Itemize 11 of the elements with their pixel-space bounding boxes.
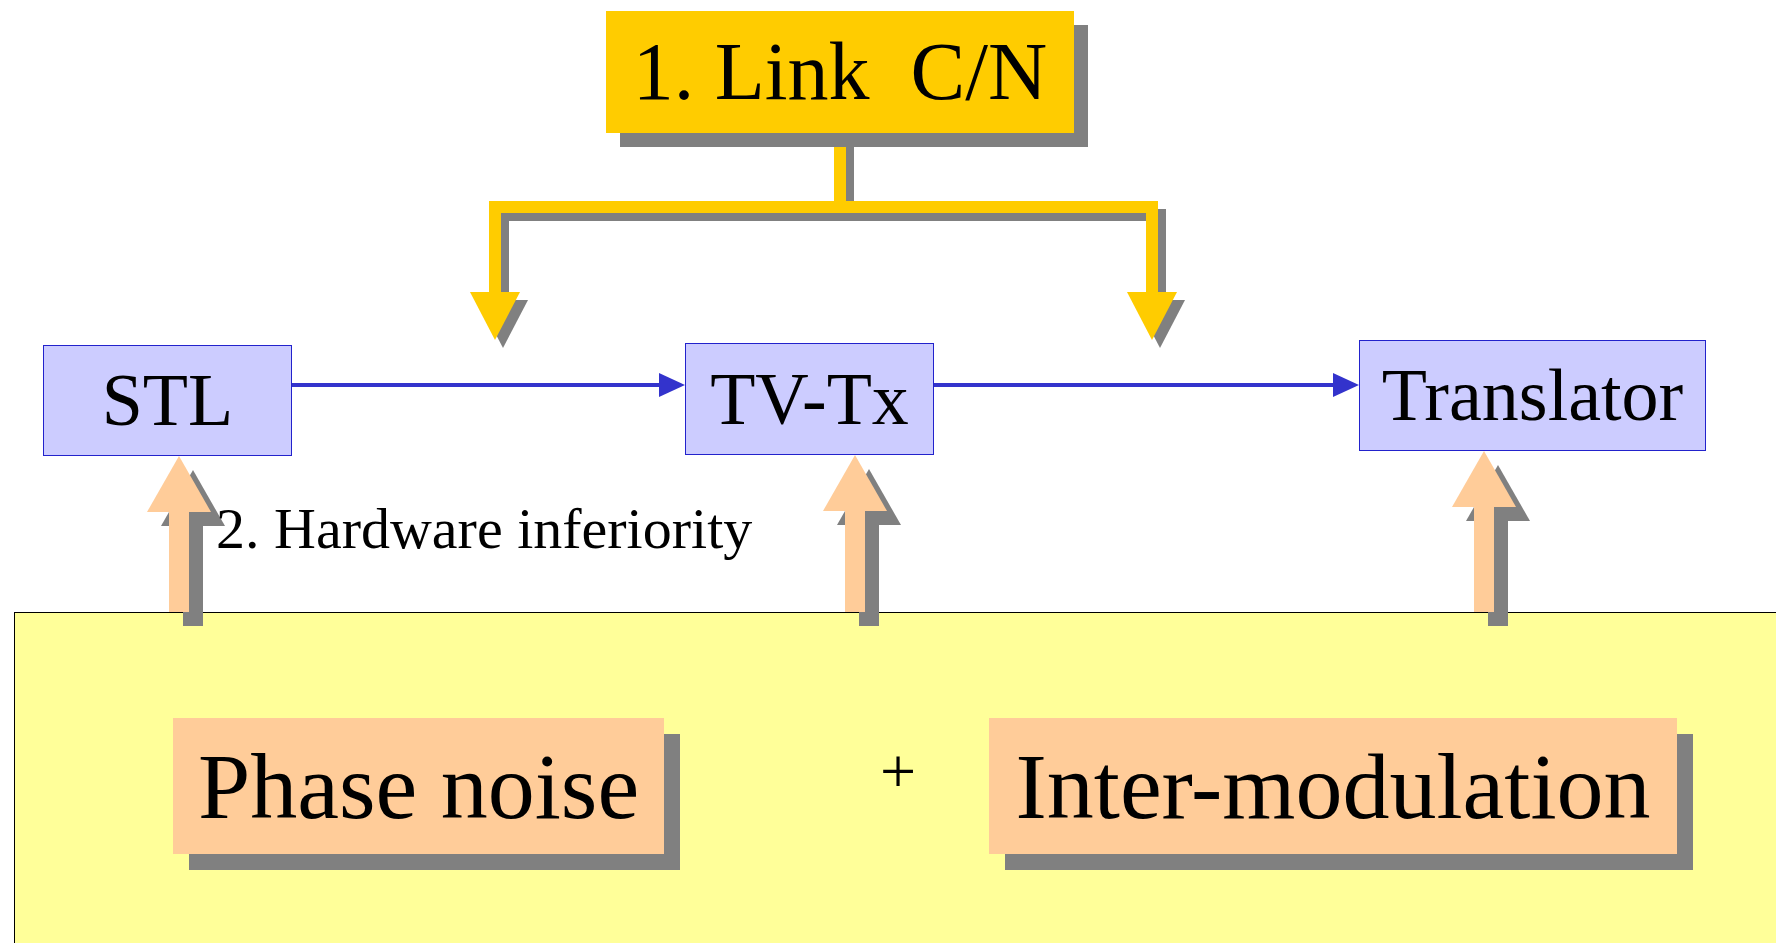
process-box: STL [43,345,292,456]
process-box: TV-Tx [685,343,934,455]
arrow [292,373,685,397]
plus-text: + [880,740,917,804]
process-box: Translator [1359,340,1706,451]
arrow [823,455,887,612]
annotation-text: 2. Hardware inferiority [216,500,753,558]
arrow [147,456,211,612]
arrow [934,373,1359,397]
panel-background [14,612,1776,943]
arrow [1452,451,1516,612]
